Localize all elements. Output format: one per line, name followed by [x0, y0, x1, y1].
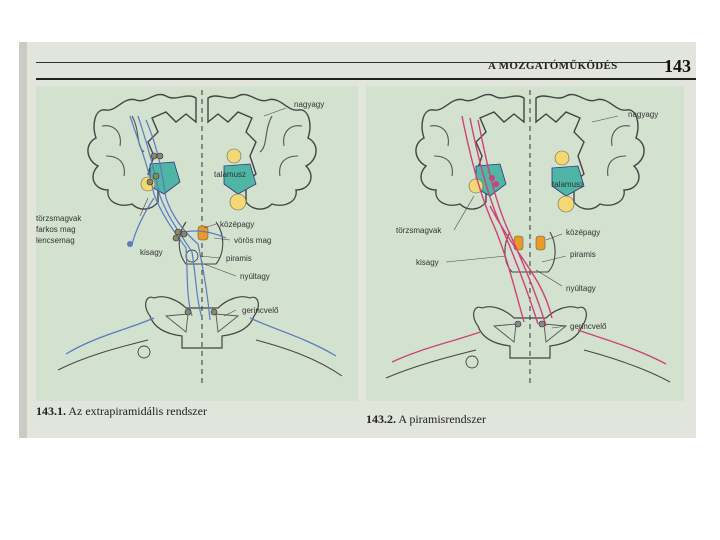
label-farkos-mag: farkos mag [36, 225, 76, 234]
extrapyramidal-diagram [57, 90, 343, 386]
spinal-cord [473, 306, 587, 359]
right-hemisphere [535, 93, 645, 210]
label-nagyagy: nagyagy [628, 110, 659, 119]
caption-number: 143.1. [36, 404, 66, 418]
label-nagyagy: nagyagy [294, 100, 325, 109]
pyramidal-tracts [461, 115, 553, 327]
label-piramis: piramis [226, 254, 252, 263]
figure-pyramidal: nagyagy talamusz törzsmagvak középagy ki… [366, 86, 684, 401]
nucleus-right-upper [554, 150, 570, 166]
label-talamusz: talamusz [214, 170, 247, 179]
label-talamusz: talamusz [552, 180, 585, 189]
label-voros-mag: vörös mag [234, 236, 272, 245]
left-hemisphere [415, 93, 525, 210]
header-rule-bold [36, 78, 696, 80]
header-rule [36, 62, 668, 63]
nucleus-right-lower [557, 195, 575, 213]
midbrain-nucleus-right [535, 235, 546, 251]
caption-figure-2: 143.2. A piramisrendszer [366, 412, 486, 427]
figure-extrapyramidal: nagyagy talamusz törzsmagvak farkos mag … [36, 86, 358, 401]
running-title: A MOZGATÓMŰKÖDÉS [488, 60, 618, 72]
label-kisagy: kisagy [140, 248, 163, 257]
label-piramis: piramis [570, 250, 596, 259]
label-kisagy: kisagy [416, 258, 439, 267]
thalamus-right [551, 165, 585, 197]
red-nucleus [197, 225, 209, 241]
label-torzsmagvak: törzsmagvak [396, 226, 442, 235]
label-nyultagy: nyúltagy [566, 284, 596, 293]
label-gerincvelo: gerincvelő [570, 322, 607, 331]
caption-title: Az extrapiramidális rendszer [68, 404, 207, 418]
caption-figure-1: 143.1. Az extrapiramidális rendszer [36, 404, 207, 419]
left-hemisphere [87, 93, 197, 210]
caption-title: A piramisrendszer [398, 412, 486, 426]
label-torzsmagvak: törzsmagvak [36, 214, 82, 223]
page-binding-edge [19, 42, 27, 438]
label-kozepagy: középagy [220, 220, 255, 229]
label-lencsemag: lencsemag [36, 236, 75, 245]
nucleus-right-lower [229, 193, 247, 211]
pyramidal-diagram [385, 90, 671, 386]
caption-number: 143.2. [366, 412, 396, 426]
thalamus-right [223, 163, 257, 195]
label-kozepagy: középagy [566, 228, 601, 237]
right-hemisphere [207, 93, 317, 210]
label-nyultagy: nyúltagy [240, 272, 270, 281]
nucleus-right-upper [226, 148, 242, 164]
label-gerincvelo: gerincvelő [242, 306, 279, 315]
page-number: 143 [664, 56, 691, 76]
spinal-cord [145, 296, 259, 349]
extrapyramidal-tracts [129, 115, 227, 321]
